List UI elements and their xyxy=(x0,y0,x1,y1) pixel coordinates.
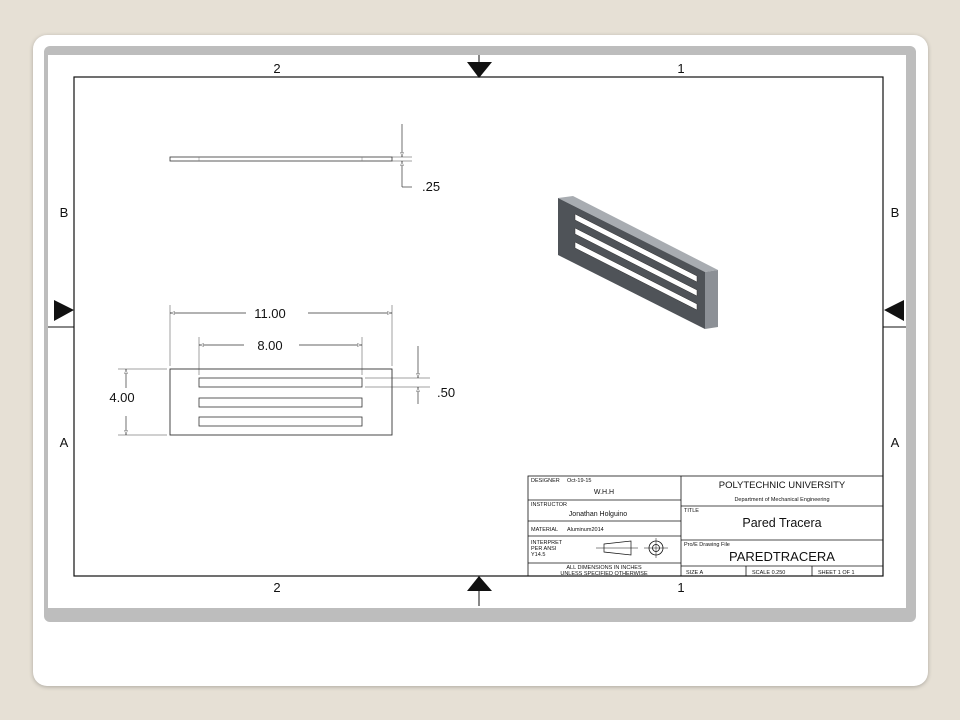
sheet-size: SIZE A xyxy=(686,570,703,576)
zone-label-right-b: B xyxy=(891,205,900,220)
zone-label-bottom-2: 2 xyxy=(273,580,280,595)
note-line1: ALL DIMENSIONS IN INCHES xyxy=(566,565,642,571)
note-line2: UNLESS SPECIFIED OTHERWISE xyxy=(560,571,648,577)
zone-label-top-1: 1 xyxy=(677,61,684,76)
dim-thickness: .25 xyxy=(422,179,440,194)
drawing-title: Pared Tracera xyxy=(742,516,821,530)
drawing-file-name: PAREDTRACERA xyxy=(729,549,835,564)
material-label: MATERIAL xyxy=(531,527,558,533)
dim-height: 4.00 xyxy=(109,390,134,405)
interpret-line1: INTERPRET xyxy=(531,540,563,546)
title-label: TITLE xyxy=(684,508,699,514)
material-value: Aluminum2014 xyxy=(567,527,604,533)
drawing-scale: SCALE 0.250 xyxy=(752,570,785,576)
center-mark-bottom xyxy=(467,576,492,591)
slot xyxy=(198,416,363,427)
zone-label-right-a: A xyxy=(891,435,900,450)
zone-label-left-b: B xyxy=(60,205,69,220)
front-view xyxy=(118,305,430,436)
isometric-view xyxy=(558,196,718,329)
dim-overall-length: 11.00 xyxy=(254,306,286,321)
dim-slot-width: .50 xyxy=(437,385,455,400)
instructor-value: Jonathan Holguino xyxy=(569,511,627,518)
top-view xyxy=(169,124,412,188)
department-name: Department of Mechanical Engineering xyxy=(734,497,829,503)
interpret-line2: PER ANSI xyxy=(531,546,557,552)
university-name: POLYTECHNIC UNIVERSITY xyxy=(719,480,846,491)
instructor-label: INSTRUCTOR xyxy=(531,502,567,508)
center-mark-left xyxy=(54,300,74,321)
file-label: Pro/E Drawing File xyxy=(684,542,730,548)
center-mark-top xyxy=(467,62,492,78)
designer-value: W.H.H xyxy=(594,489,614,496)
dim-slot-length: 8.00 xyxy=(257,338,282,353)
center-mark-right xyxy=(884,300,904,321)
designer-label: DESIGNER xyxy=(531,478,560,484)
zone-label-left-a: A xyxy=(60,435,69,450)
title-block xyxy=(527,475,884,577)
slot xyxy=(198,377,363,388)
slot xyxy=(198,397,363,408)
sheet-number: SHEET 1 OF 1 xyxy=(818,570,855,576)
designer-date: Oct-19-15 xyxy=(567,478,591,484)
zone-label-bottom-1: 1 xyxy=(677,580,684,595)
drawing-sheet xyxy=(48,55,906,608)
interpret-line3: Y14.5 xyxy=(531,552,545,558)
zone-label-top-2: 2 xyxy=(273,61,280,76)
